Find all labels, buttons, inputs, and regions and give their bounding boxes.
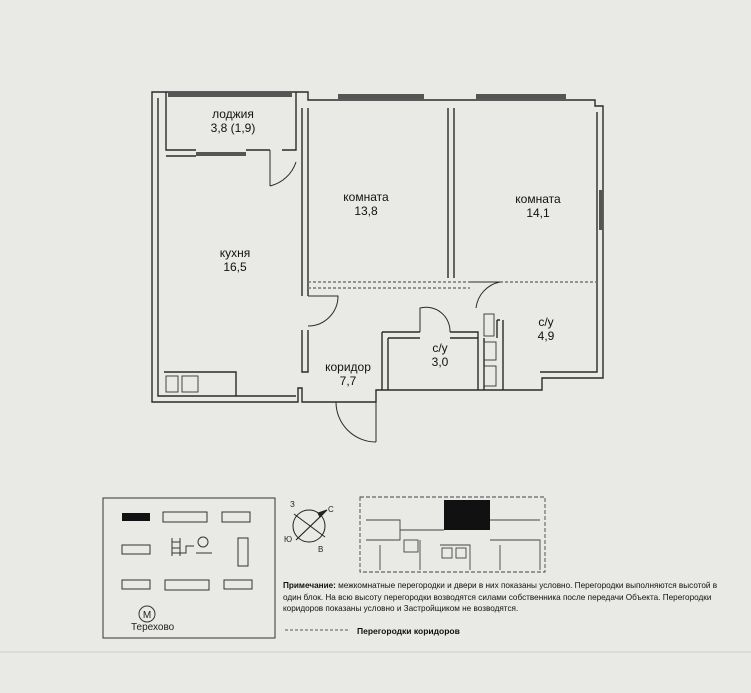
room-area: 3,0: [431, 355, 449, 369]
room-label-room-2: комната 14,1: [508, 192, 568, 220]
compass-letter: С: [328, 505, 334, 514]
room-label-kitchen: кухня 16,5: [210, 246, 260, 274]
metro-station-name: Терехово: [131, 622, 175, 633]
building-locator: [359, 496, 546, 573]
room-label-room-1: комната 13,8: [336, 190, 396, 218]
room-label-loggia: лоджия 3,8 (1,9): [203, 107, 263, 135]
apartment-walls: [151, 91, 604, 403]
room-name: комната: [343, 190, 389, 204]
fixtures: [165, 313, 497, 393]
room-name: комната: [515, 192, 561, 206]
locator-box: M: [102, 497, 276, 639]
room-area: 14,1: [526, 206, 550, 220]
note-text: межкомнатные перегородки и двери в них п…: [283, 581, 718, 613]
room-area: 13,8: [354, 204, 378, 218]
compass-letter: Ю: [284, 535, 293, 544]
room-name: с/у: [538, 315, 554, 329]
room-name: кухня: [219, 246, 251, 260]
room-name: лоджия: [212, 107, 254, 121]
room-area: 4,9: [537, 329, 555, 343]
plan-note: Примечание: межкомнатные перегородки и д…: [283, 580, 733, 615]
door-arcs: [269, 150, 501, 443]
legend-corridor-partitions: Перегородки коридоров: [357, 626, 460, 636]
room-name: коридор: [325, 360, 371, 374]
room-area: 16,5: [223, 260, 247, 274]
room-label-bath-1: с/у 3,0: [420, 341, 460, 369]
room-label-bath-2: с/у 4,9: [526, 315, 566, 343]
note-title: Примечание:: [283, 581, 336, 590]
room-label-corridor: коридор 7,7: [318, 360, 378, 388]
compass-letter: В: [318, 545, 324, 554]
room-area: 7,7: [339, 374, 357, 388]
metro-icon: M: [143, 610, 151, 621]
room-name: с/у: [432, 341, 448, 355]
compass-letter: З: [290, 500, 295, 509]
room-area: 3,8 (1,9): [210, 121, 256, 135]
compass-rose: [292, 509, 328, 543]
